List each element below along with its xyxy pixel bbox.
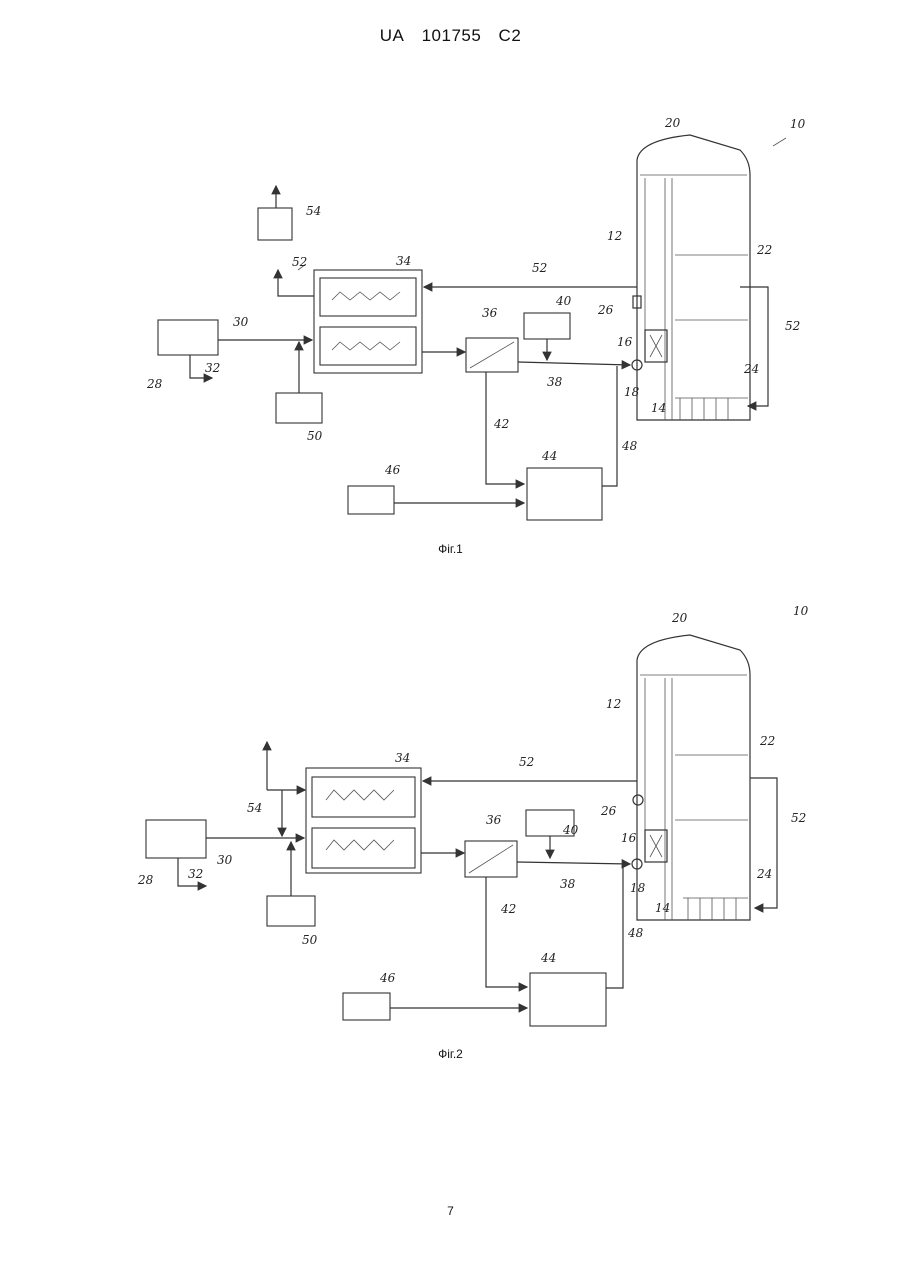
label-46: 46 bbox=[379, 971, 396, 985]
label-44: 44 bbox=[541, 449, 557, 463]
label-14: 14 bbox=[655, 901, 670, 915]
label-42: 42 bbox=[493, 417, 509, 431]
figure-1-diagram: 10 20 12 22 54 52 34 52 26 52 36 40 30 1… bbox=[0, 100, 901, 540]
label-40: 40 bbox=[562, 823, 579, 837]
label-24: 24 bbox=[756, 867, 772, 881]
label-54: 54 bbox=[306, 204, 321, 218]
reactor-vessel bbox=[632, 635, 750, 920]
label-20: 20 bbox=[671, 611, 688, 625]
label-28: 28 bbox=[146, 377, 163, 391]
label-22: 22 bbox=[759, 734, 775, 748]
heat-exchanger-34 bbox=[306, 768, 421, 873]
page-number: 7 bbox=[0, 1204, 901, 1218]
label-44: 44 bbox=[540, 951, 556, 965]
patent-header: UA 101755 C2 bbox=[0, 26, 901, 46]
label-46: 46 bbox=[384, 463, 401, 477]
unit-46 bbox=[348, 486, 394, 514]
label-16: 16 bbox=[621, 831, 637, 845]
label-40: 40 bbox=[555, 294, 572, 308]
label-10: 10 bbox=[793, 604, 809, 618]
label-28: 28 bbox=[137, 873, 154, 887]
label-32: 32 bbox=[205, 361, 220, 375]
label-52-b: 52 bbox=[532, 261, 547, 275]
label-22: 22 bbox=[756, 243, 772, 257]
label-52-a: 52 bbox=[519, 755, 534, 769]
unit-40 bbox=[524, 313, 570, 339]
label-18: 18 bbox=[630, 881, 646, 895]
label-38: 38 bbox=[547, 375, 563, 389]
label-10: 10 bbox=[790, 117, 806, 131]
patent-number: 101755 bbox=[422, 26, 482, 45]
label-12: 12 bbox=[607, 229, 622, 243]
country-code: UA bbox=[380, 26, 405, 45]
unit-50 bbox=[267, 896, 315, 926]
label-48: 48 bbox=[627, 926, 644, 940]
reactor-grid bbox=[683, 898, 748, 920]
patent-kind: C2 bbox=[499, 26, 522, 45]
label-20: 20 bbox=[664, 116, 681, 130]
reactor-vessel bbox=[632, 135, 750, 420]
unit-28 bbox=[158, 320, 218, 355]
label-52-b: 52 bbox=[791, 811, 806, 825]
label-26: 26 bbox=[600, 804, 617, 818]
label-54: 54 bbox=[247, 801, 262, 815]
label-42: 42 bbox=[500, 902, 516, 916]
label-14: 14 bbox=[651, 401, 666, 415]
reactor-grid bbox=[675, 398, 748, 420]
label-30: 30 bbox=[217, 853, 233, 867]
label-18: 18 bbox=[624, 385, 640, 399]
figure-1-caption: Фіг.1 bbox=[0, 542, 901, 556]
label-50: 50 bbox=[302, 933, 318, 947]
label-26: 26 bbox=[597, 303, 614, 317]
unit-54 bbox=[258, 208, 292, 240]
unit-46 bbox=[343, 993, 390, 1020]
figure-2-caption: Фіг.2 bbox=[0, 1047, 901, 1061]
figure-2-diagram: 10 20 12 22 34 52 54 26 52 36 40 16 28 3… bbox=[0, 595, 901, 1045]
label-50: 50 bbox=[307, 429, 323, 443]
heat-exchanger-34 bbox=[314, 270, 422, 373]
label-34: 34 bbox=[396, 254, 411, 268]
label-52-a: 52 bbox=[292, 255, 307, 269]
label-52-c: 52 bbox=[785, 319, 800, 333]
label-36: 36 bbox=[486, 813, 502, 827]
label-32: 32 bbox=[188, 867, 203, 881]
label-38: 38 bbox=[560, 877, 576, 891]
unit-44 bbox=[530, 973, 606, 1026]
label-48: 48 bbox=[621, 439, 638, 453]
unit-44 bbox=[527, 468, 602, 520]
label-34: 34 bbox=[395, 751, 410, 765]
unit-50 bbox=[276, 393, 322, 423]
label-36: 36 bbox=[482, 306, 498, 320]
label-12: 12 bbox=[606, 697, 621, 711]
label-30: 30 bbox=[233, 315, 249, 329]
unit-28 bbox=[146, 820, 206, 858]
label-16: 16 bbox=[617, 335, 633, 349]
label-24: 24 bbox=[743, 362, 759, 376]
